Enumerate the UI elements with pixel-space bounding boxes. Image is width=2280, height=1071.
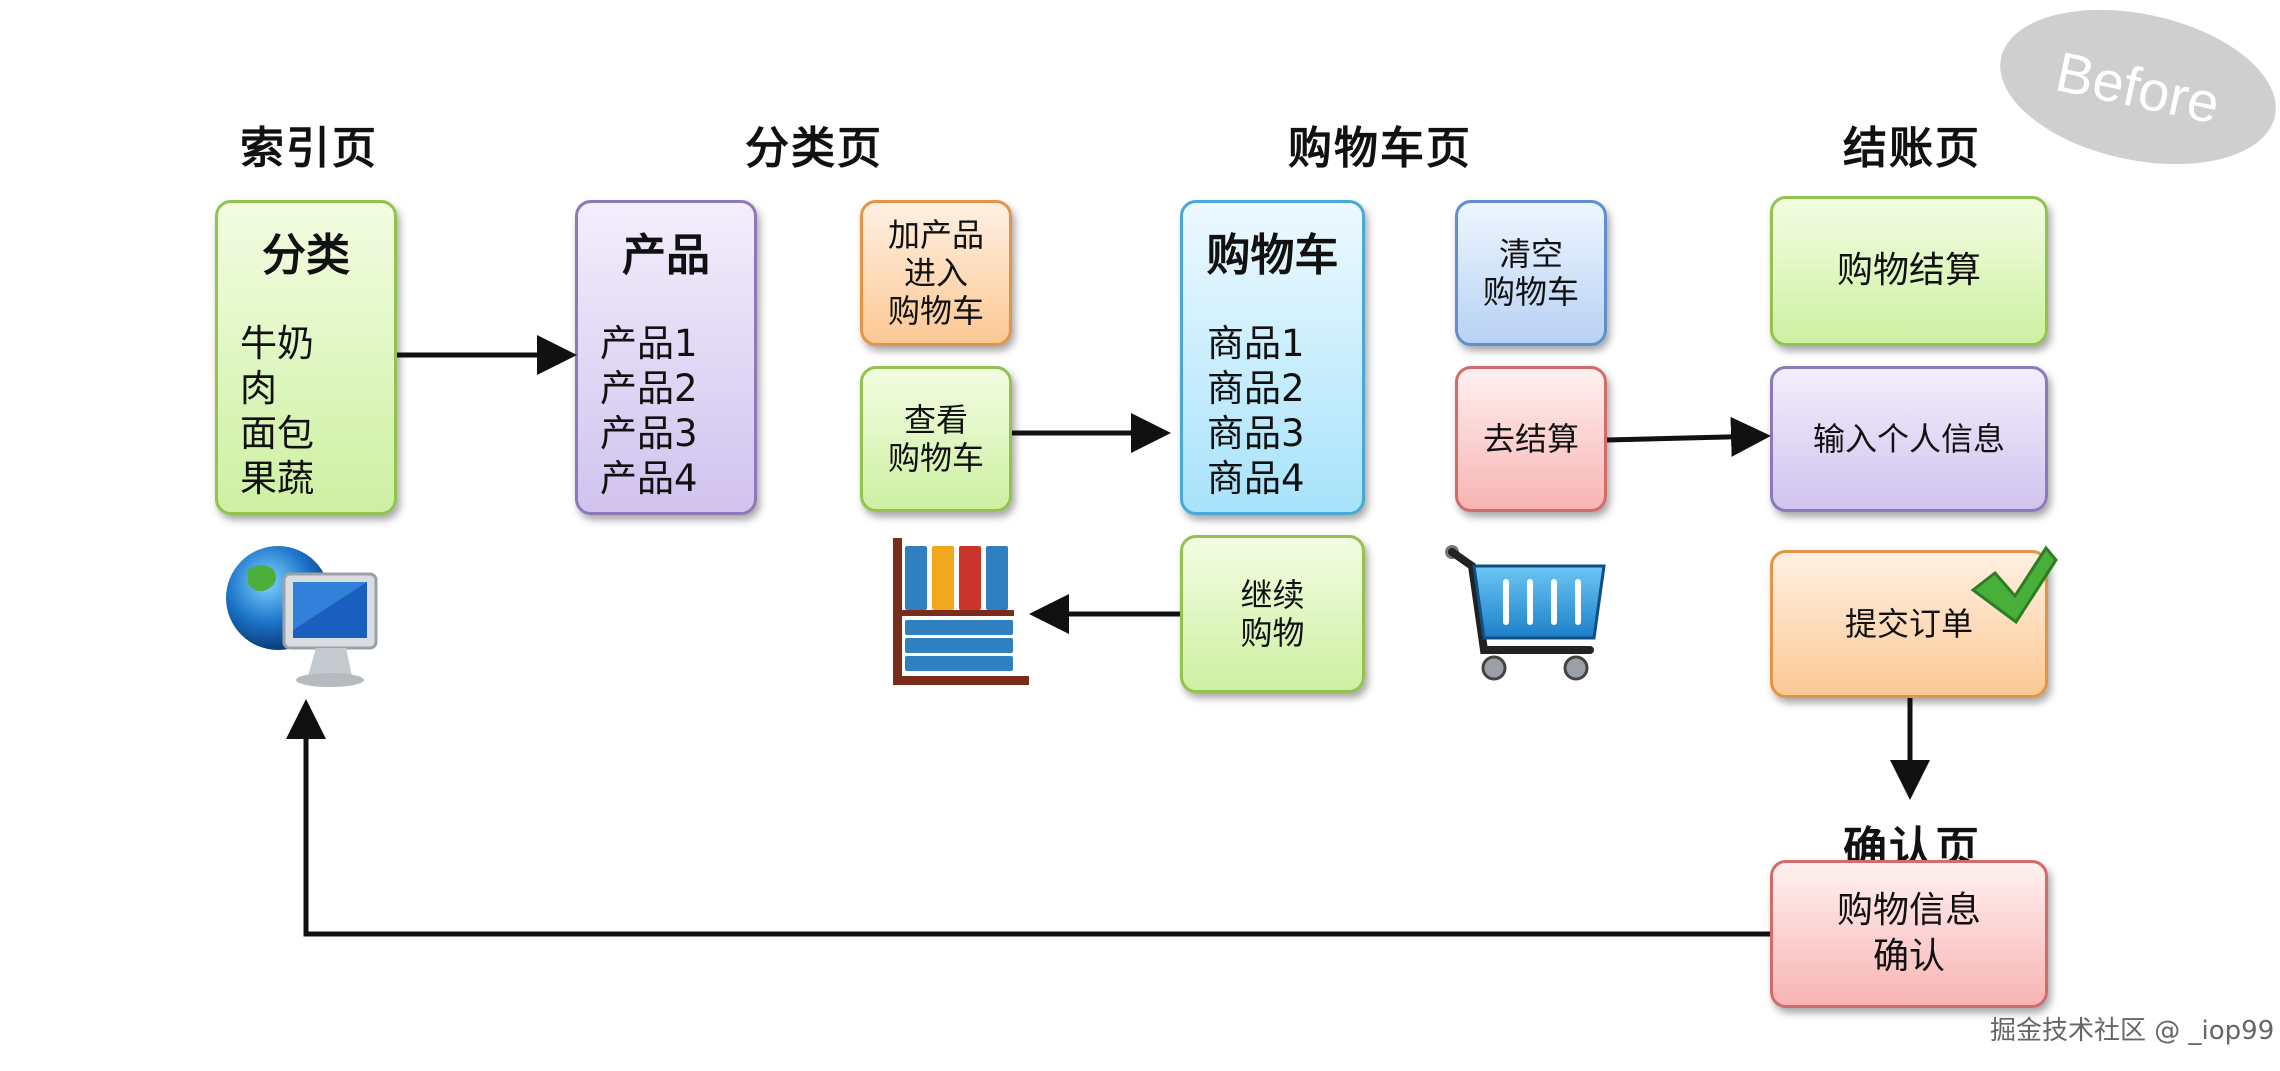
go-checkout-label: 去结算 (1482, 420, 1579, 458)
section-title-index: 索引页 (240, 123, 378, 174)
go-checkout-box: 去结算 (1455, 366, 1607, 512)
add-to-cart-line: 加产品 (887, 216, 984, 254)
view-cart-line: 查看 (903, 401, 968, 439)
product-item: 产品2 (600, 367, 698, 410)
confirm-box: 购物信息 确认 (1770, 860, 2048, 1008)
add-to-cart-line: 进入 (903, 254, 968, 292)
product-item: 产品1 (600, 322, 698, 365)
cart-box: 购物车 商品1 商品2 商品3 商品4 (1180, 200, 1365, 515)
section-title-category: 分类页 (745, 123, 883, 174)
submit-order-label: 提交订单 (1844, 605, 1973, 643)
cart-item: 商品4 (1207, 457, 1305, 500)
section-title-cart: 购物车页 (1288, 123, 1472, 174)
cart-box-title: 购物车 (1206, 230, 1339, 281)
product-list: 产品1 产品2 产品3 产品4 (600, 321, 698, 501)
product-item: 产品4 (600, 457, 698, 500)
add-to-cart-box: 加产品 进入 购物车 (860, 200, 1012, 346)
checkmark-icon (1970, 545, 2058, 625)
settle-box: 购物结算 (1770, 196, 2048, 346)
arrow-confirm-to-index (286, 699, 1770, 937)
clear-cart-line: 清空 (1498, 235, 1563, 273)
cart-item: 商品3 (1207, 412, 1305, 455)
category-item: 果蔬 (240, 457, 314, 500)
view-cart-box: 查看 购物车 (860, 366, 1012, 512)
settle-label: 购物结算 (1836, 250, 1981, 291)
continue-shopping-line: 继续 (1240, 576, 1305, 614)
category-list: 牛奶 肉 面包 果蔬 (240, 321, 314, 501)
add-to-cart-line: 购物车 (887, 292, 984, 330)
category-item: 肉 (240, 367, 277, 410)
shopping-cart-icon (1445, 545, 1606, 681)
product-box-title: 产品 (622, 230, 710, 281)
cart-list: 商品1 商品2 商品3 商品4 (1207, 321, 1305, 501)
clear-cart-box: 清空 购物车 (1455, 200, 1607, 346)
watermark: 掘金技术社区 @ _iop99 (1990, 1016, 2275, 1046)
cart-item: 商品2 (1207, 367, 1305, 410)
globe-computer-icon (226, 546, 378, 687)
submit-order-box: 提交订单 (1770, 550, 2048, 698)
category-item: 面包 (240, 412, 314, 455)
arrow-checkout-to-info (1606, 416, 1771, 457)
confirm-line: 确认 (1872, 936, 1945, 977)
view-cart-line: 购物车 (887, 439, 984, 477)
category-box-title: 分类 (262, 230, 350, 281)
enter-info-label: 输入个人信息 (1812, 420, 2005, 458)
product-item: 产品3 (600, 412, 698, 455)
continue-shopping-box: 继续 购物 (1180, 535, 1365, 693)
section-title-checkout: 结账页 (1843, 123, 1981, 174)
bookshelf-icon (893, 538, 1029, 685)
product-box: 产品 产品1 产品2 产品3 产品4 (575, 200, 757, 515)
continue-shopping-line: 购物 (1240, 614, 1305, 652)
clear-cart-line: 购物车 (1482, 273, 1579, 311)
enter-info-box: 输入个人信息 (1770, 366, 2048, 512)
confirm-line: 购物信息 (1836, 890, 1981, 931)
cart-item: 商品1 (1207, 322, 1305, 365)
category-item: 牛奶 (240, 322, 314, 365)
category-box: 分类 牛奶 肉 面包 果蔬 (215, 200, 397, 515)
